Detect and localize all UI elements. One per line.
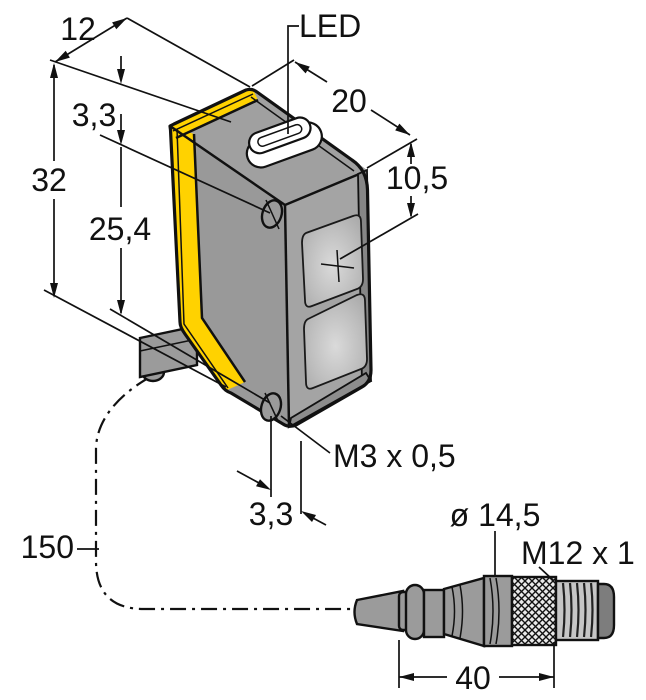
dim-top-band-3-3 [99,56,271,214]
body-outline [168,87,373,428]
cable-length-label: 150 [21,529,74,565]
dim-optical-axis-10-5 [339,142,419,260]
edge-top-side [169,124,286,207]
band-seam-left [176,128,229,389]
dim-depth-12 [49,17,251,123]
dim-width-20 [251,59,418,169]
dim-hole-spacing-25-4 [109,114,271,404]
dim-top-band-label: 3,3 [72,97,116,133]
upper-lens-window [301,214,364,308]
led-window [245,116,323,169]
dim-connector-length-label: 40 [455,660,491,696]
m12-connector [353,574,616,648]
connector-tip [596,582,616,640]
edge-top-front [284,170,365,207]
optical-axis-cross [320,249,355,283]
lower-lens-window [303,293,368,390]
ext-back-corner [126,17,251,88]
boot-cone [442,576,486,648]
led-leader [287,25,299,134]
band-seam-top [172,93,254,132]
mounting-thread-label: M3 x 0,5 [333,438,456,474]
cable-centerline [94,376,356,611]
cable [353,589,405,633]
dim-hole-spacing-label: 25,4 [89,211,151,247]
connector-thread-label: M12 x 1 [521,535,635,571]
dim-depth-label: 12 [60,11,96,47]
band-inner-edge [192,133,247,383]
boot-step [422,588,446,639]
dim-height-label: 32 [31,162,67,198]
m12-leader [538,566,554,581]
strain-relief-flange [404,583,426,641]
sensor-body [168,87,373,429]
mounting-hole-top [260,199,284,230]
dim-connector-40 [398,640,555,688]
ext-top-reference [49,59,232,123]
edge-front-left [283,204,291,427]
ext-top-hole [99,134,271,214]
barrel-seams [489,577,500,645]
dim-optical-axis-label: 10,5 [386,160,448,196]
thread-lines [561,582,594,638]
connector-diameter-label: ø 14,5 [450,497,541,533]
ext-optical-axis [339,213,419,260]
band-inner-edge-top [175,98,259,140]
dim-bottom-offset-label: 3,3 [249,496,293,532]
m3-leader [280,415,331,454]
boot-ridges [451,584,464,639]
knurl-ring [510,575,558,647]
dim-width-label: 20 [331,83,367,119]
led-label: LED [299,8,361,44]
dim-height-32 [43,63,227,388]
dim-bottom-offset-3-3 [236,416,327,526]
yellow-band-top [170,88,258,138]
yellow-band-left [170,126,245,391]
ext-bottom-corner [43,289,227,388]
ext-front-corner [366,138,418,169]
ext-bottom-hole [109,308,271,404]
